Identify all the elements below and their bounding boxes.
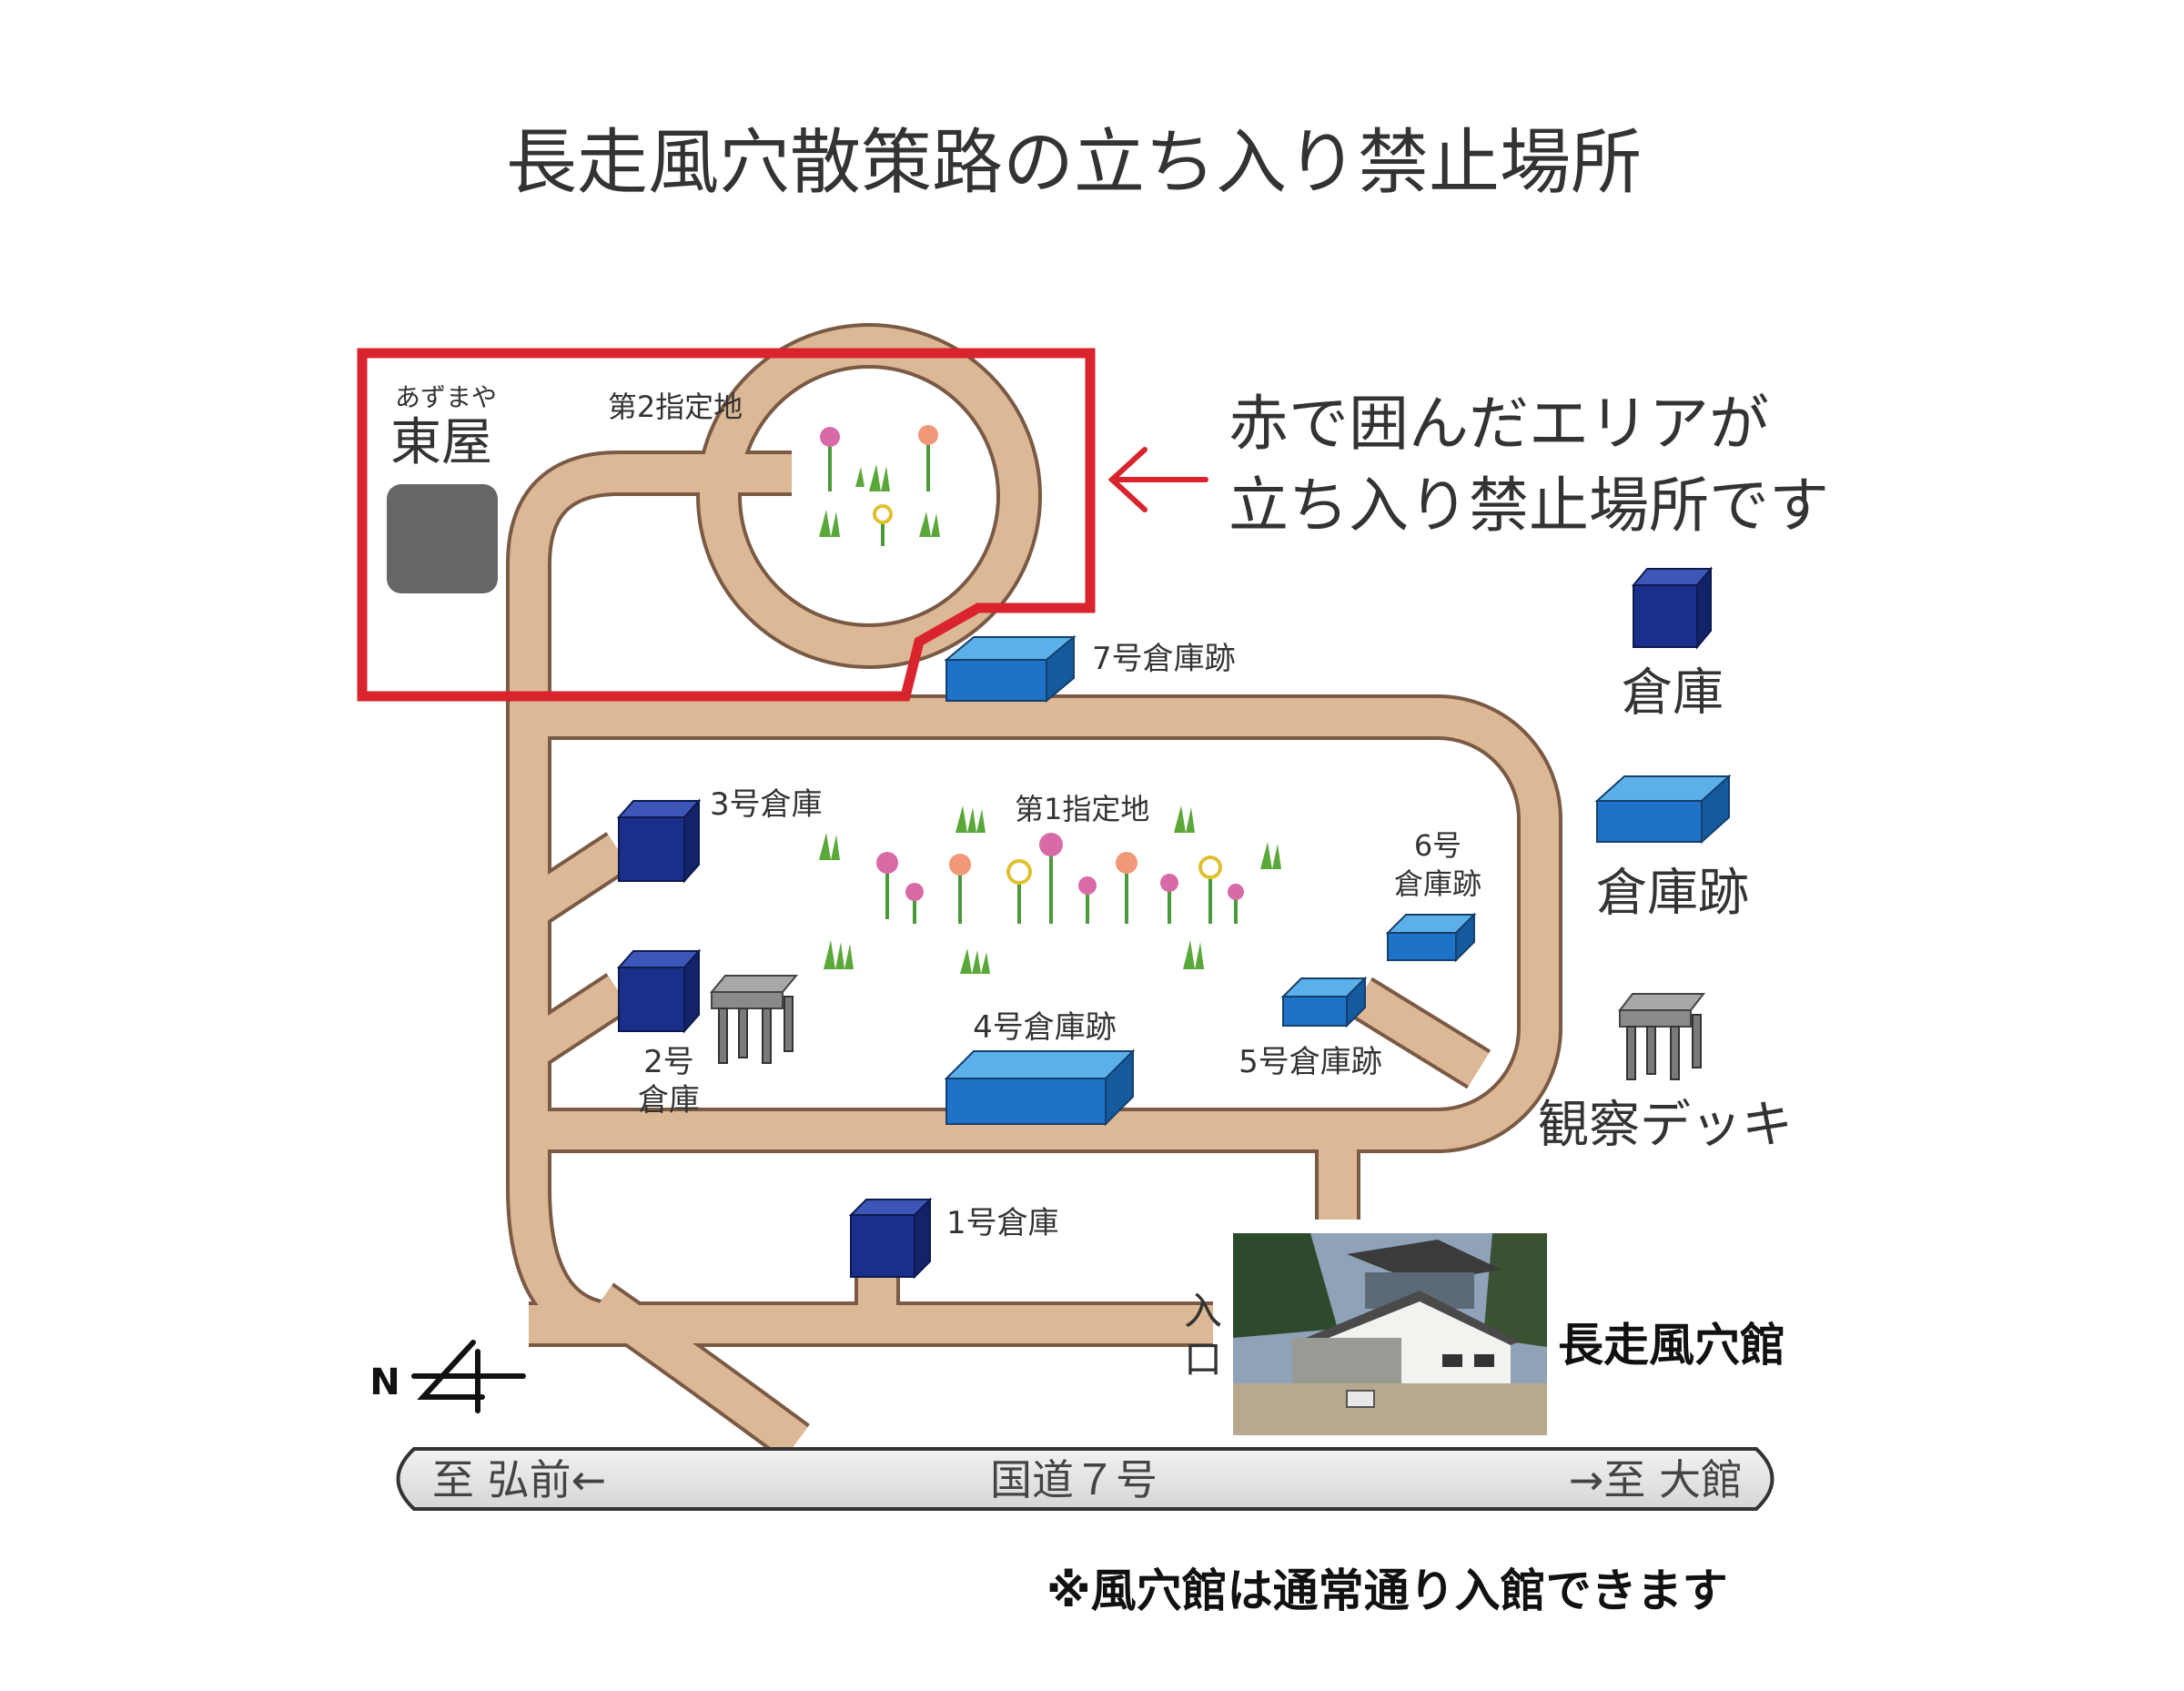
warehouse-4-label: 4号倉庫跡 <box>973 1009 1117 1046</box>
warehouse-2-label-line1: 2号 <box>643 1044 694 1080</box>
left-arrow-icon <box>1107 447 1208 512</box>
warehouse-6-label-line2: 倉庫跡 <box>1394 866 1481 901</box>
legend-deck-label: 観察デッキ <box>1538 1096 1793 1155</box>
legend-deck-icon <box>1617 993 1706 1080</box>
warehouse-1-icon <box>848 1197 933 1280</box>
warehouse-5-label: 5号倉庫跡 <box>1239 1044 1382 1080</box>
legend-warehouse-icon <box>1631 566 1714 650</box>
warehouse-7-label: 7号倉庫跡 <box>1092 641 1236 677</box>
warehouse-7-ruin-icon <box>944 634 1077 704</box>
entrance-label-line1: 入 <box>1184 1289 1222 1333</box>
museum-label: 長走風穴館 <box>1558 1319 1785 1372</box>
legend-warehouse-label: 倉庫 <box>1622 663 1724 723</box>
trail-paths <box>506 323 1562 1462</box>
warehouse-3-icon <box>616 798 702 884</box>
warehouse-5-ruin-icon <box>1280 976 1368 1028</box>
site1-flowers-icon <box>819 805 1281 974</box>
warehouse-3-label: 3号倉庫 <box>710 786 823 823</box>
museum-photo <box>1233 1233 1547 1435</box>
warehouse-1-label: 1号倉庫 <box>946 1205 1059 1241</box>
road-label-right: →至 大館 <box>1569 1455 1743 1504</box>
warehouse-6-label-line1: 6号 <box>1414 828 1461 863</box>
road-label-left: 至 弘前← <box>432 1455 606 1504</box>
road-label-center: 国道７号 <box>990 1455 1158 1504</box>
restricted-area-outline <box>357 348 1096 702</box>
legend-warehouse-ruin-label: 倉庫跡 <box>1596 864 1749 923</box>
site2-label: 第2指定地 <box>608 390 743 424</box>
azumaya-label: 東屋 <box>390 413 492 472</box>
warehouse-4-ruin-icon <box>944 1048 1136 1127</box>
notice-line2: 立ち入り禁止場所です <box>1228 471 1829 541</box>
entrance-label-line2: 口 <box>1184 1337 1222 1382</box>
notice-line1: 赤で囲んだエリアが <box>1228 389 1769 459</box>
warehouse-6-ruin-icon <box>1385 912 1477 963</box>
footnote: ※風穴館は通常通り入館できます <box>1046 1564 1728 1617</box>
site2-flowers-icon <box>819 425 940 546</box>
legend-warehouse-ruin-icon <box>1594 774 1732 845</box>
warehouse-2-icon <box>616 948 702 1034</box>
observation-deck-icon <box>709 975 799 1064</box>
azumaya-ruby: あずまや <box>395 382 497 412</box>
compass-north-label: N <box>369 1362 399 1403</box>
warehouse-2-label-line2: 倉庫 <box>638 1082 700 1119</box>
north-arrow-icon <box>411 1340 526 1413</box>
site1-label: 第1指定地 <box>1015 792 1149 826</box>
page-title: 長走風穴散策路の立ち入り禁止場所 <box>506 122 1642 204</box>
azumaya-icon <box>387 484 498 593</box>
national-route-7-road <box>396 1447 1774 1511</box>
